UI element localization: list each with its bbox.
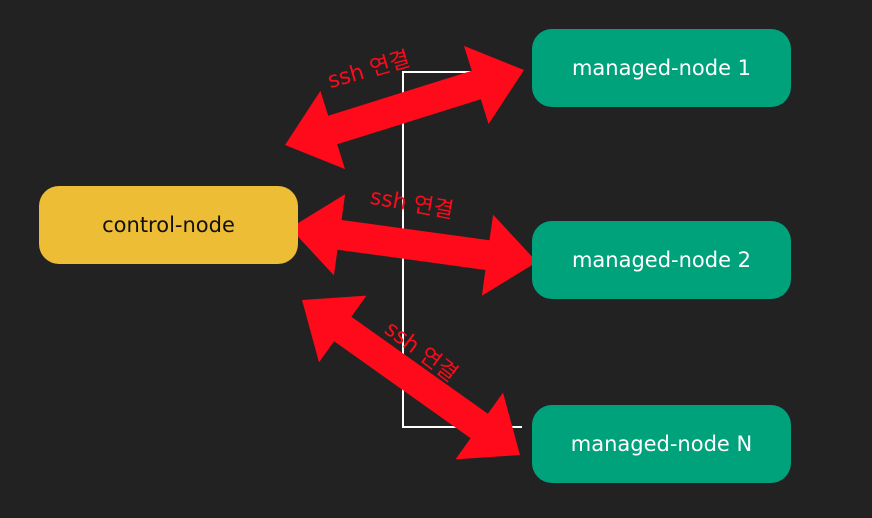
managed-node-1: managed-node 1 bbox=[532, 29, 791, 107]
control-node: control-node bbox=[39, 186, 298, 264]
ssh-connection-arrow-3 bbox=[302, 295, 520, 460]
managed-node-n-label: managed-node N bbox=[570, 432, 753, 456]
ssh-connection-arrow-2 bbox=[290, 194, 537, 296]
managed-node-2: managed-node 2 bbox=[532, 221, 791, 299]
managed-node-2-label: managed-node 2 bbox=[571, 248, 752, 272]
ssh-connection-arrow-1 bbox=[285, 45, 524, 170]
control-node-label: control-node bbox=[102, 213, 235, 237]
managed-node-1-label: managed-node 1 bbox=[571, 56, 752, 80]
managed-node-n: managed-node N bbox=[532, 405, 791, 483]
